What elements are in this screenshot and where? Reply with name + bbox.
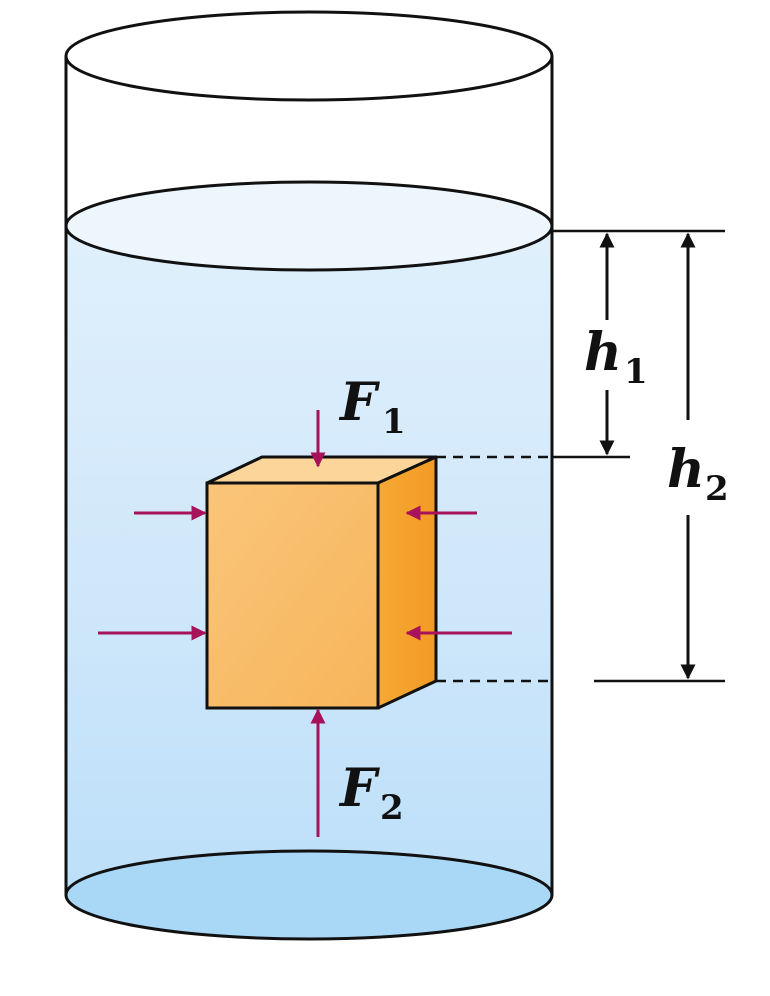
h1-label-sub: 1 (624, 352, 648, 392)
f1-label: F 1 (338, 372, 406, 442)
level-lines (436, 229, 725, 683)
h2-label-sub: 2 (705, 469, 729, 509)
f2-label: F 2 (338, 758, 404, 828)
h1-label-main: h (584, 322, 622, 383)
cube-side-face (376, 455, 438, 710)
cube (205, 455, 438, 710)
h2-label-main: h (667, 439, 705, 500)
f1-label-sub: 1 (382, 402, 406, 442)
container-rim (64, 10, 554, 102)
container-bottom (64, 849, 554, 941)
f1-label-main: F (338, 372, 380, 433)
f2-label-sub: 2 (380, 788, 404, 828)
water-surface (64, 180, 554, 272)
h2-label: h 2 (667, 439, 729, 509)
pressure-arrows (98, 410, 512, 837)
f2-label-main: F (338, 758, 380, 819)
cube-front-face (205, 481, 380, 710)
h1-label: h 1 (584, 322, 648, 392)
dimension-arrows (599, 232, 696, 680)
container (64, 10, 554, 895)
